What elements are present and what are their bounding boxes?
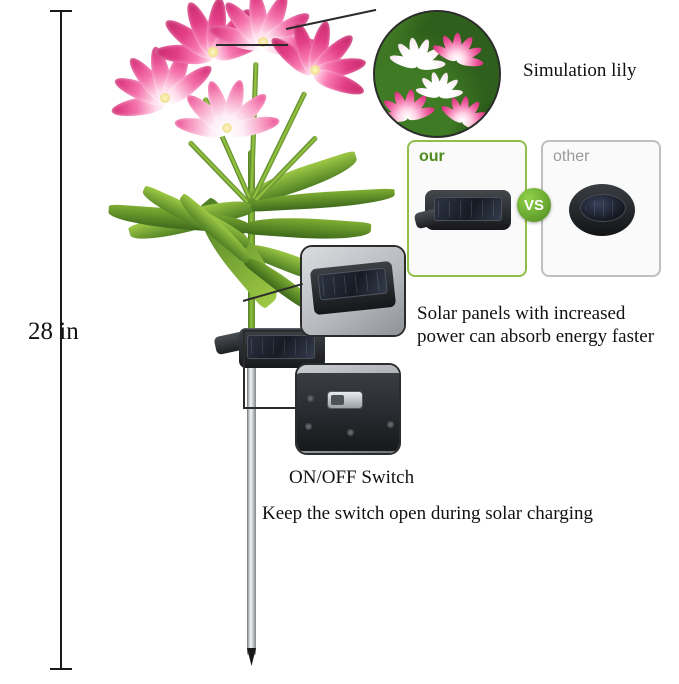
measure-cap-bottom — [50, 668, 72, 670]
other-label: other — [553, 148, 590, 165]
our-solar-lamp — [413, 190, 511, 230]
caption-simulation-lily: Simulation lily — [523, 60, 637, 81]
screw — [347, 429, 354, 436]
solar-lily-stake-product — [95, 0, 396, 684]
caption-keep-switch-open: Keep the switch open during solar chargi… — [262, 503, 594, 524]
comparison-other: other — [541, 140, 661, 277]
inset-solar-panel — [300, 245, 406, 337]
lamp-body — [239, 328, 325, 368]
our-label: our — [419, 148, 445, 165]
solar-lamp-closeup — [309, 260, 397, 316]
comparison-our: our — [407, 140, 527, 277]
onoff-switch[interactable] — [327, 391, 363, 409]
caption-solar-panels: Solar panels with increased power can ab… — [417, 303, 655, 348]
solar-panel — [317, 267, 388, 301]
lamp-underside — [297, 373, 399, 451]
leader-line-panel-horizontal — [243, 330, 301, 332]
inset-simulation-lily — [373, 10, 501, 138]
height-label: 28 in — [28, 318, 79, 345]
other-solar-lamp — [569, 184, 635, 236]
leader-line-switch-horizontal — [243, 407, 297, 409]
leader-line-panel-vertical — [243, 330, 245, 368]
ground-stake — [247, 355, 256, 655]
solar-panel — [247, 335, 315, 359]
measure-cap-top — [50, 10, 72, 12]
height-measure-bar — [50, 10, 72, 670]
solar-panel — [434, 197, 502, 221]
solar-panel — [580, 194, 626, 222]
vs-badge: VS — [517, 188, 551, 222]
solar-lamp-head — [213, 318, 335, 374]
caption-onoff-switch: ON/OFF Switch — [289, 467, 415, 488]
screw — [307, 395, 314, 402]
stake-tip — [247, 648, 256, 666]
leader-line-switch-vertical — [243, 368, 245, 408]
screw — [387, 421, 394, 428]
leader-line-simulation — [216, 44, 288, 46]
screw — [305, 423, 312, 430]
comparison-panel: our VS other — [407, 140, 661, 277]
inset-onoff-switch — [295, 363, 401, 455]
leaf — [244, 214, 372, 243]
